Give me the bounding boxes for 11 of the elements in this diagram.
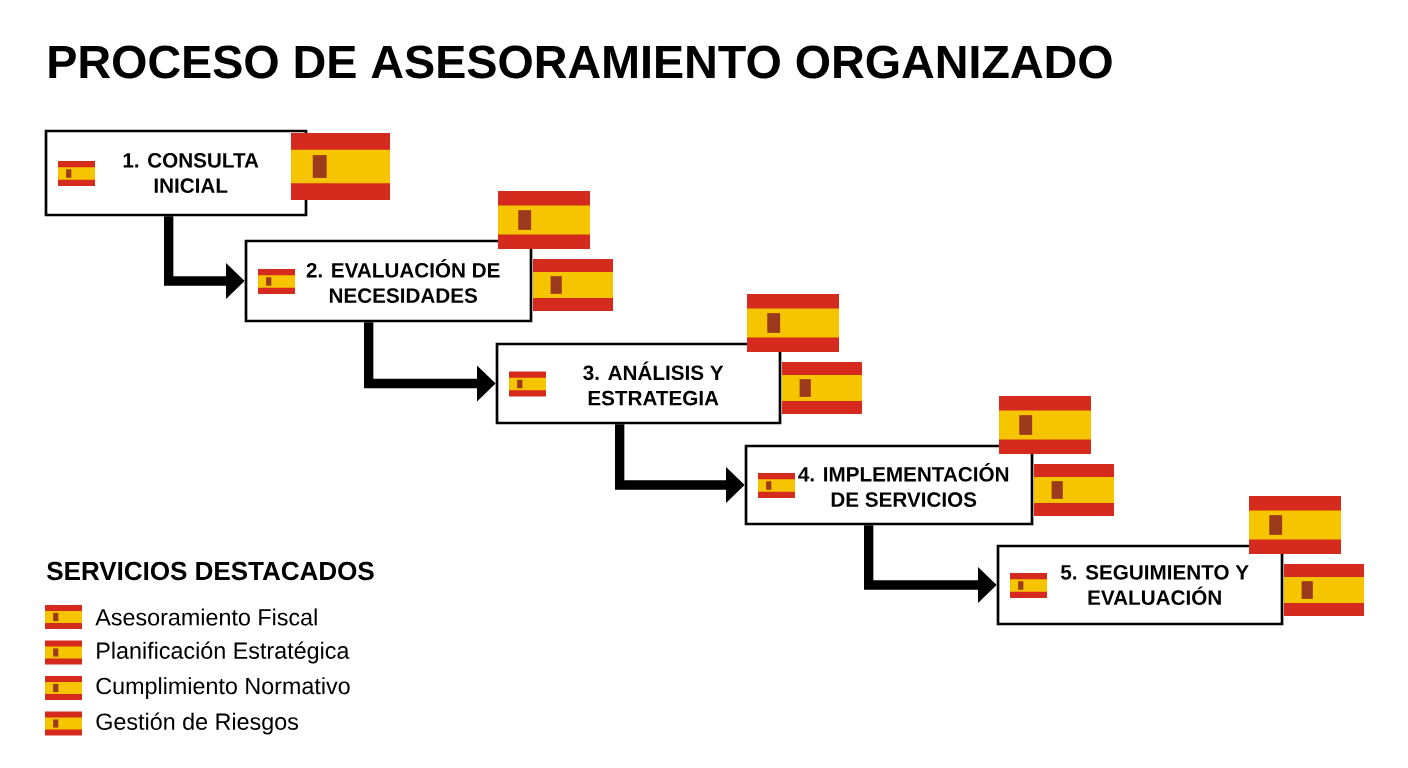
step-box: 4. IMPLEMENTACIÓN DE SERVICIOS: [744, 444, 1034, 526]
title: PROCESO DE ASESORAMIENTO ORGANIZADO: [49, 45, 1112, 79]
step-box: 1. CONSULTA INICIAL: [44, 129, 308, 217]
step-box: 3. ANÁLISIS Y ESTRATEGIA: [495, 342, 782, 425]
step-box: 2. EVALUACIÓN DE NECESIDADES: [244, 239, 533, 323]
service-item: Planificación Estratégica: [97, 641, 350, 664]
service-item: Cumplimiento Normativo: [96, 677, 350, 699]
section-heading: SERVICIOS DESTACADOS: [47, 561, 374, 581]
service-item: Gestión de Riesgos: [96, 712, 298, 735]
step-box: 5. SEGUIMIENTO Y EVALUACIÓN: [996, 544, 1284, 626]
service-item: Asesoramiento Fiscal: [95, 608, 317, 626]
